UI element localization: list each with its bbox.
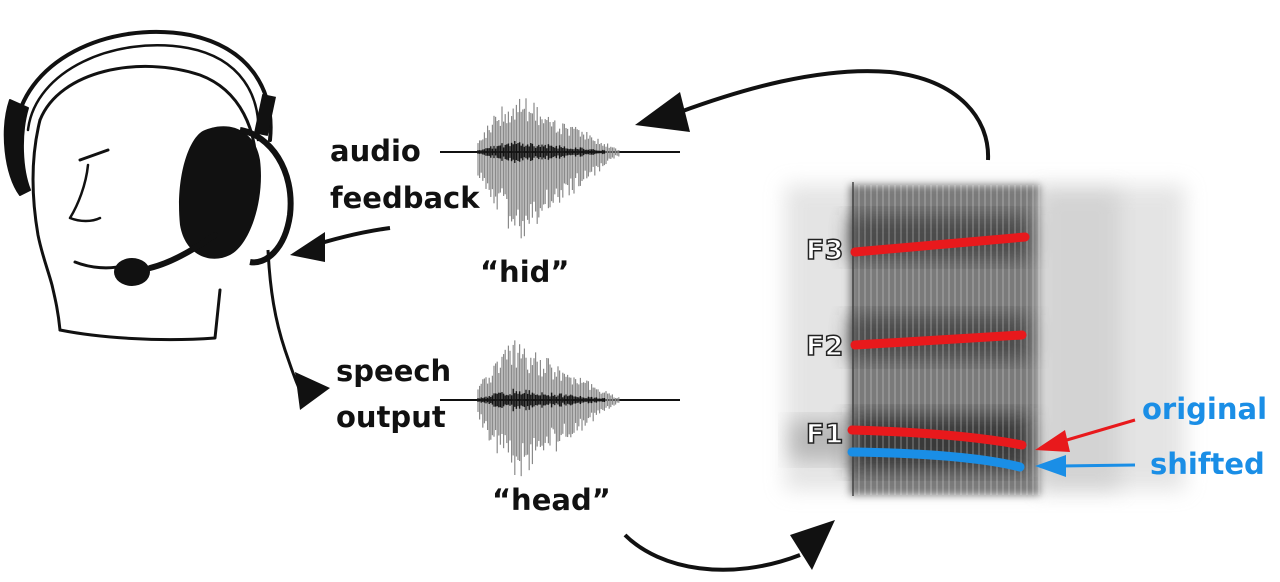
microphone-icon [114, 232, 218, 286]
original-pointer-head [1035, 430, 1070, 452]
original-pointer-line [1059, 418, 1136, 444]
formant-f2-label: F2 [805, 331, 844, 362]
f2-original-track [850, 330, 1027, 350]
nose [68, 163, 102, 223]
audio-feedback-label-line1: audio [330, 134, 421, 168]
audio-feedback-label-line2: feedback [330, 181, 480, 215]
chin-neck [58, 288, 222, 342]
shifted-pointer-line [1059, 463, 1136, 468]
formant-f1-label: F1 [805, 419, 844, 450]
arrow-head-to-spectrogram-head [790, 520, 835, 570]
face-outline [31, 118, 62, 332]
head-with-headset-icon [3, 29, 273, 342]
feedback-arrowhead [290, 232, 325, 262]
f3-original-track [850, 232, 1030, 257]
headband-outer [13, 29, 273, 142]
waveform-head [440, 340, 680, 477]
eye-brow [78, 148, 110, 162]
waveform-hid [440, 98, 680, 239]
arrow-spectrogram-to-hid-head [635, 92, 690, 132]
shifted-pointer-head [1035, 455, 1066, 477]
arrow-spectrogram-to-hid [679, 69, 991, 161]
mic-cable [266, 249, 302, 391]
formant-f3-label: F3 [805, 235, 844, 266]
headphone-earcup-icon [179, 93, 294, 266]
f1-shifted-track [847, 447, 1025, 472]
left-earpad [3, 99, 31, 196]
speech-output-label-line2: output [336, 400, 446, 434]
speech-output-label-line1: speech [336, 354, 452, 388]
f1-original-track [847, 425, 1027, 450]
word-hid-label: “hid” [480, 255, 570, 289]
word-head-label: “head” [492, 483, 611, 517]
speech-output-arrowhead [295, 372, 330, 410]
shifted-label: shifted [1150, 447, 1265, 481]
headband-inner [26, 44, 260, 142]
original-label: original [1142, 392, 1268, 426]
arrow-head-to-spectrogram [623, 533, 801, 572]
